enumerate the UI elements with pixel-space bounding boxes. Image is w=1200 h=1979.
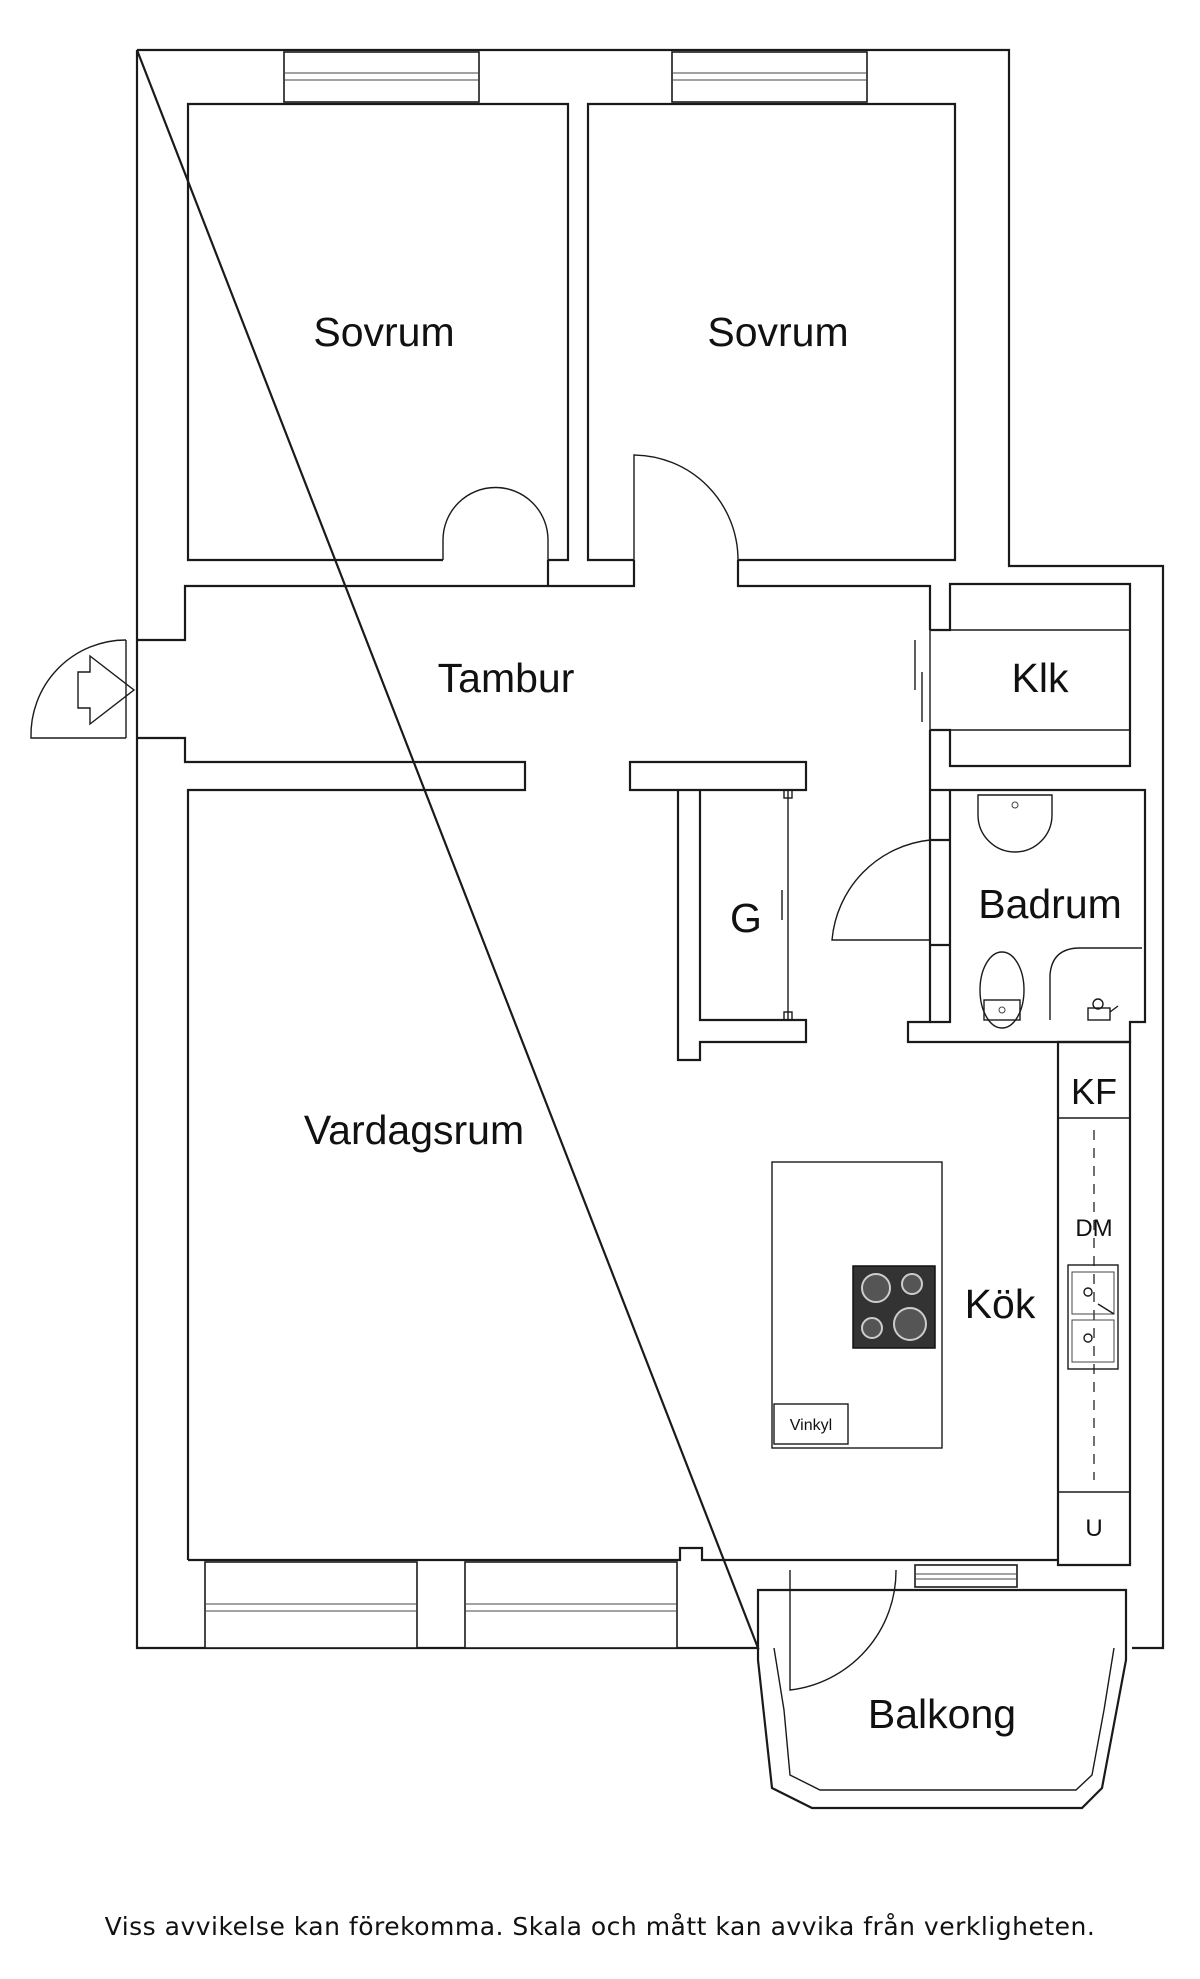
- room-label-closet: Klk: [1012, 655, 1069, 701]
- wardrobe-top-wall: [628, 760, 808, 792]
- washbasin-drain: [1011, 801, 1019, 809]
- window-bottom-2: [464, 1561, 678, 1649]
- bedroom-1-walls: [186, 102, 570, 562]
- washbasin-icon: [977, 794, 1053, 853]
- double-sink-icon: [1067, 1264, 1119, 1370]
- room-label-bathroom: Badrum: [978, 881, 1122, 927]
- room-label-balcony: Balkong: [868, 1691, 1016, 1737]
- fridge-freezer-label: KF: [1071, 1071, 1117, 1112]
- room-label-kitchen: Kök: [965, 1281, 1036, 1327]
- shower-curtain: [1049, 947, 1142, 1020]
- hall-upper-wall: [137, 560, 932, 642]
- closet-inner: [950, 629, 1130, 731]
- wardrobe-sliding-door: [781, 790, 789, 1020]
- oven-label: U: [1085, 1515, 1102, 1542]
- living-room-bottom-wall: [188, 1546, 1058, 1562]
- window-bottom-1: [204, 1561, 418, 1649]
- bedroom-1-door: [442, 486, 549, 560]
- wardrobe-track-top: [783, 789, 793, 799]
- room-label-living-room: Vardagsrum: [304, 1107, 524, 1153]
- closet-doors: [914, 630, 931, 730]
- window-kitchen: [914, 1564, 1018, 1588]
- shower-tap-icon: [1087, 998, 1119, 1021]
- bathroom-inner-wall: [930, 790, 952, 1024]
- window-top-right: [671, 51, 868, 103]
- room-label-bedroom-1: Sovrum: [313, 309, 454, 355]
- room-label-wardrobe: G: [730, 895, 762, 941]
- floor-plan-drawing: Sovrum Sovrum Tambur Klk G Badrum Vardag…: [30, 48, 1165, 1810]
- balcony-outer: [756, 1588, 1128, 1810]
- hob-icon: [852, 1265, 936, 1349]
- entrance-door: [30, 639, 136, 739]
- bedroom-2-door: [633, 454, 739, 561]
- closet-walls: [930, 582, 1132, 768]
- balcony-inner: [773, 1647, 1115, 1791]
- wine-cooler-box: [773, 1403, 849, 1445]
- kitchen-island: [771, 1161, 943, 1449]
- kitchen-counter: [1056, 1040, 1132, 1567]
- wardrobe-track-bottom: [783, 1011, 793, 1021]
- bedroom-2-walls: [586, 102, 957, 562]
- window-top-left: [283, 51, 480, 103]
- bathroom-door: [831, 839, 931, 941]
- entrance-arrow-icon: [77, 654, 136, 726]
- dishwasher-label: DM: [1075, 1215, 1112, 1242]
- outer-wall: [135, 48, 1165, 1650]
- room-label-hall: Tambur: [438, 655, 575, 701]
- toilet-icon: [979, 951, 1025, 1029]
- disclaimer-text: Viss avvikelse kan förekomma. Skala och …: [104, 1912, 1096, 1941]
- room-label-bedroom-2: Sovrum: [707, 309, 848, 355]
- hall-lower-wall: [137, 736, 527, 1560]
- wine-cooler-label: Vinkyl: [790, 1417, 832, 1434]
- balcony-door: [789, 1569, 897, 1691]
- wardrobe-walls: [676, 790, 808, 1062]
